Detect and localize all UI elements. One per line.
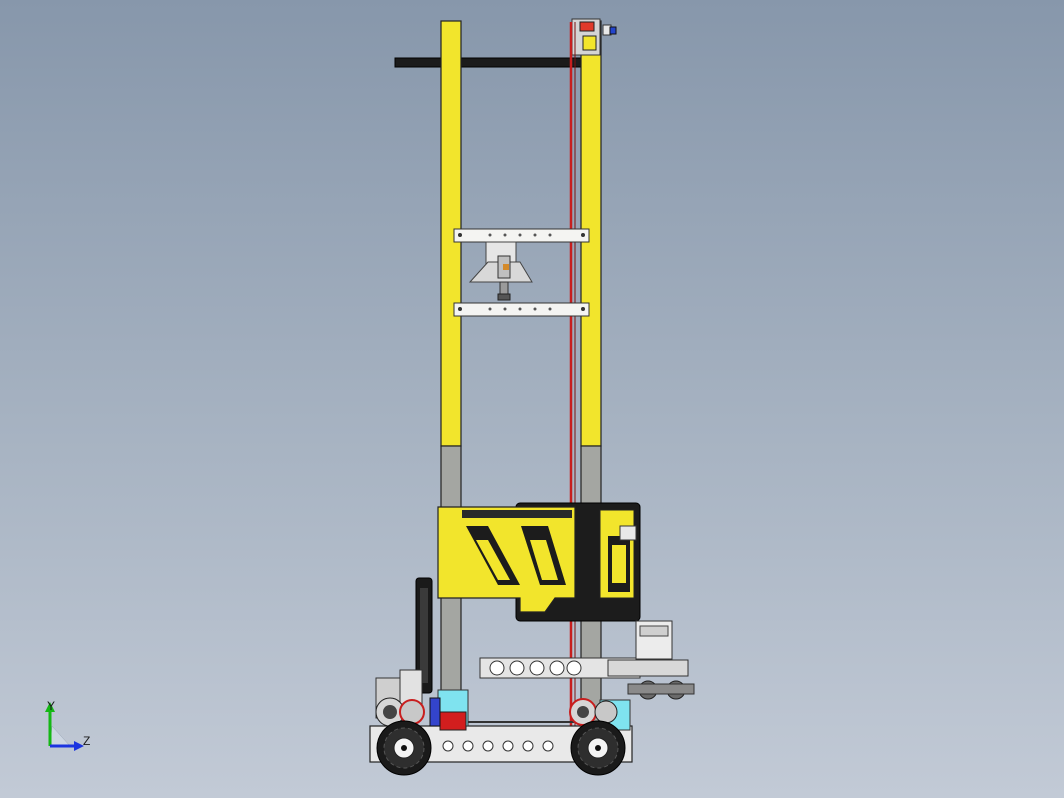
top-crossbar [394, 57, 601, 68]
axis-triad: Y Z [45, 699, 90, 751]
lift-belt [569, 22, 576, 728]
upper-cross-rail [453, 228, 590, 243]
triad-base-shape [49, 725, 71, 747]
right-mecanum-wheel [570, 720, 626, 776]
z-axis-label: Z [83, 734, 90, 748]
z-axis-arrowhead [74, 741, 84, 751]
lower-cross-rail [453, 302, 590, 317]
left-mecanum-wheel [376, 720, 432, 776]
top-pulley-bracket [571, 18, 617, 56]
left-drive-module [375, 697, 425, 727]
y-axis-arrowhead [45, 702, 55, 712]
claw-module [607, 620, 695, 700]
carriage-plate [437, 502, 641, 622]
gripper-assembly [468, 241, 533, 301]
left-upright [440, 20, 462, 727]
left-side-slide [415, 577, 433, 694]
intake-arm [479, 657, 641, 679]
right-drive-module [569, 698, 618, 726]
y-axis-label: Y [47, 699, 55, 713]
